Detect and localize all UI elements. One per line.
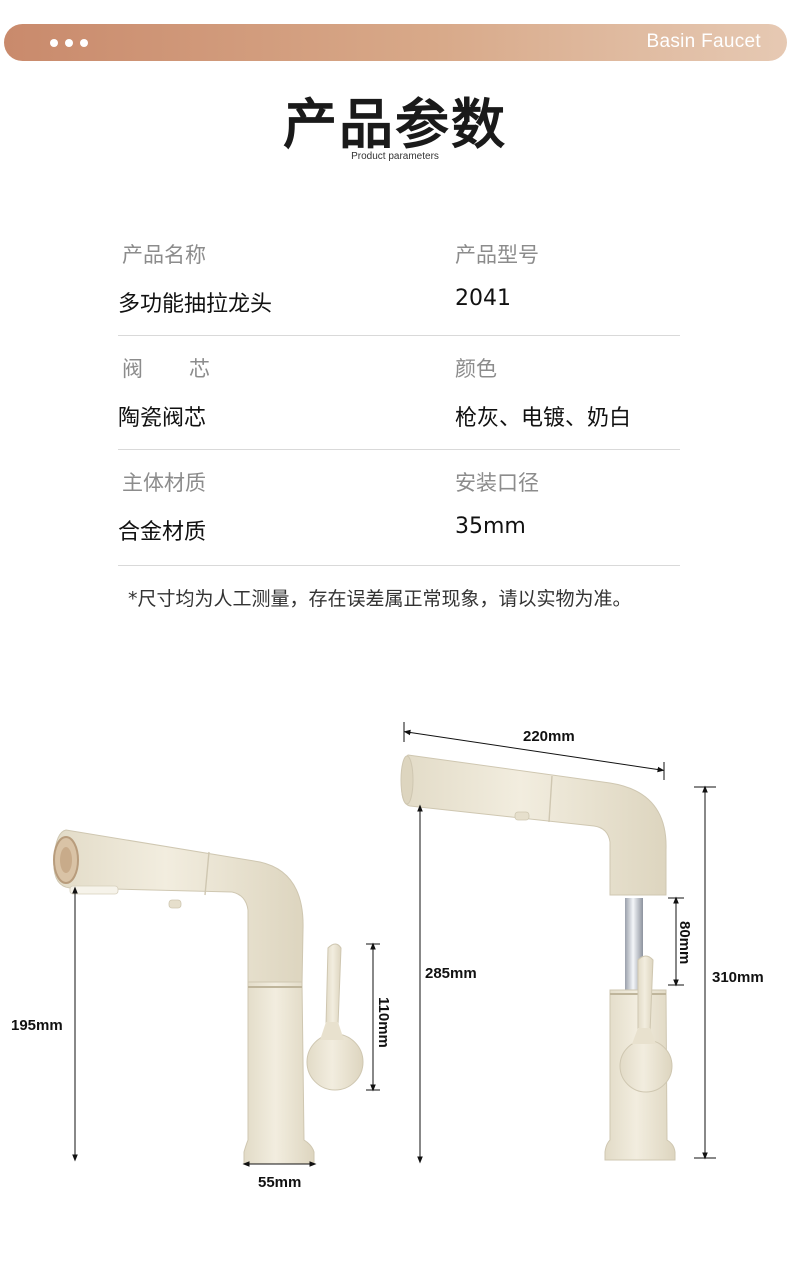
faucet-left-body <box>243 981 315 1165</box>
parameter-value: 枪灰、电镀、奶白 <box>455 406 632 431</box>
page-subtitle: Product parameters <box>351 151 439 162</box>
dots-icon <box>50 39 88 47</box>
dimension-label-left-height: 195mm <box>11 1017 63 1034</box>
parameter-table: 产品名称 多功能抽拉龙头 产品型号 2041 阀芯 陶瓷阀芯 颜色 枪灰、电镀、… <box>118 222 680 566</box>
dimension-diagram: 195mm 55mm 110mm 220mm 285mm 80mm 310mm <box>11 722 764 1191</box>
faucet-right-aerator <box>400 755 414 805</box>
dimension-label-right-pull: 80mm <box>676 921 693 964</box>
parameter-value: 多功能抽拉龙头 <box>118 292 273 317</box>
dimension-label-right-height: 285mm <box>425 965 477 982</box>
parameter-label: 颜色 <box>455 357 497 381</box>
dot <box>80 39 88 47</box>
parameter-value: 陶瓷阀芯 <box>118 406 207 431</box>
parameter-row: 阀芯 陶瓷阀芯 颜色 枪灰、电镀、奶白 <box>118 336 680 450</box>
faucet-left-handle <box>325 943 342 1026</box>
parameter-label: 主体材质 <box>122 471 206 495</box>
header-banner: Basin Faucet <box>4 24 787 61</box>
brand-label: Basin Faucet <box>646 31 761 52</box>
faucet-right-handle <box>637 955 654 1033</box>
parameter-label: 产品名称 <box>122 243 206 267</box>
parameter-row: 产品名称 多功能抽拉龙头 产品型号 2041 <box>118 222 680 336</box>
dot <box>50 39 58 47</box>
dimension-label-right-total: 310mm <box>712 969 764 986</box>
page-title: 产品参数 <box>283 93 507 156</box>
dimension-label-right-spout: 220mm <box>523 728 575 745</box>
faucet-right-image <box>400 754 676 1161</box>
dot <box>65 39 73 47</box>
parameter-label: 产品型号 <box>455 243 539 267</box>
faucet-left-image <box>53 829 364 1165</box>
parameter-value: 合金材质 <box>118 520 207 545</box>
faucet-right-spout <box>401 754 667 896</box>
parameter-value: 35mm <box>455 514 526 539</box>
parameter-label: 安装口径 <box>455 471 539 495</box>
measurement-note: *尺寸均为人工测量，存在误差属正常现象，请以实物为准。 <box>128 588 632 610</box>
parameter-label: 阀芯 <box>122 357 256 381</box>
dimension-line-right-spout <box>403 729 665 773</box>
dimension-label-left-handle: 110mm <box>375 997 392 1048</box>
dimension-label-left-base: 55mm <box>258 1174 301 1191</box>
parameter-value: 2041 <box>455 286 511 311</box>
parameter-row: 主体材质 合金材质 安装口径 35mm <box>118 450 680 566</box>
